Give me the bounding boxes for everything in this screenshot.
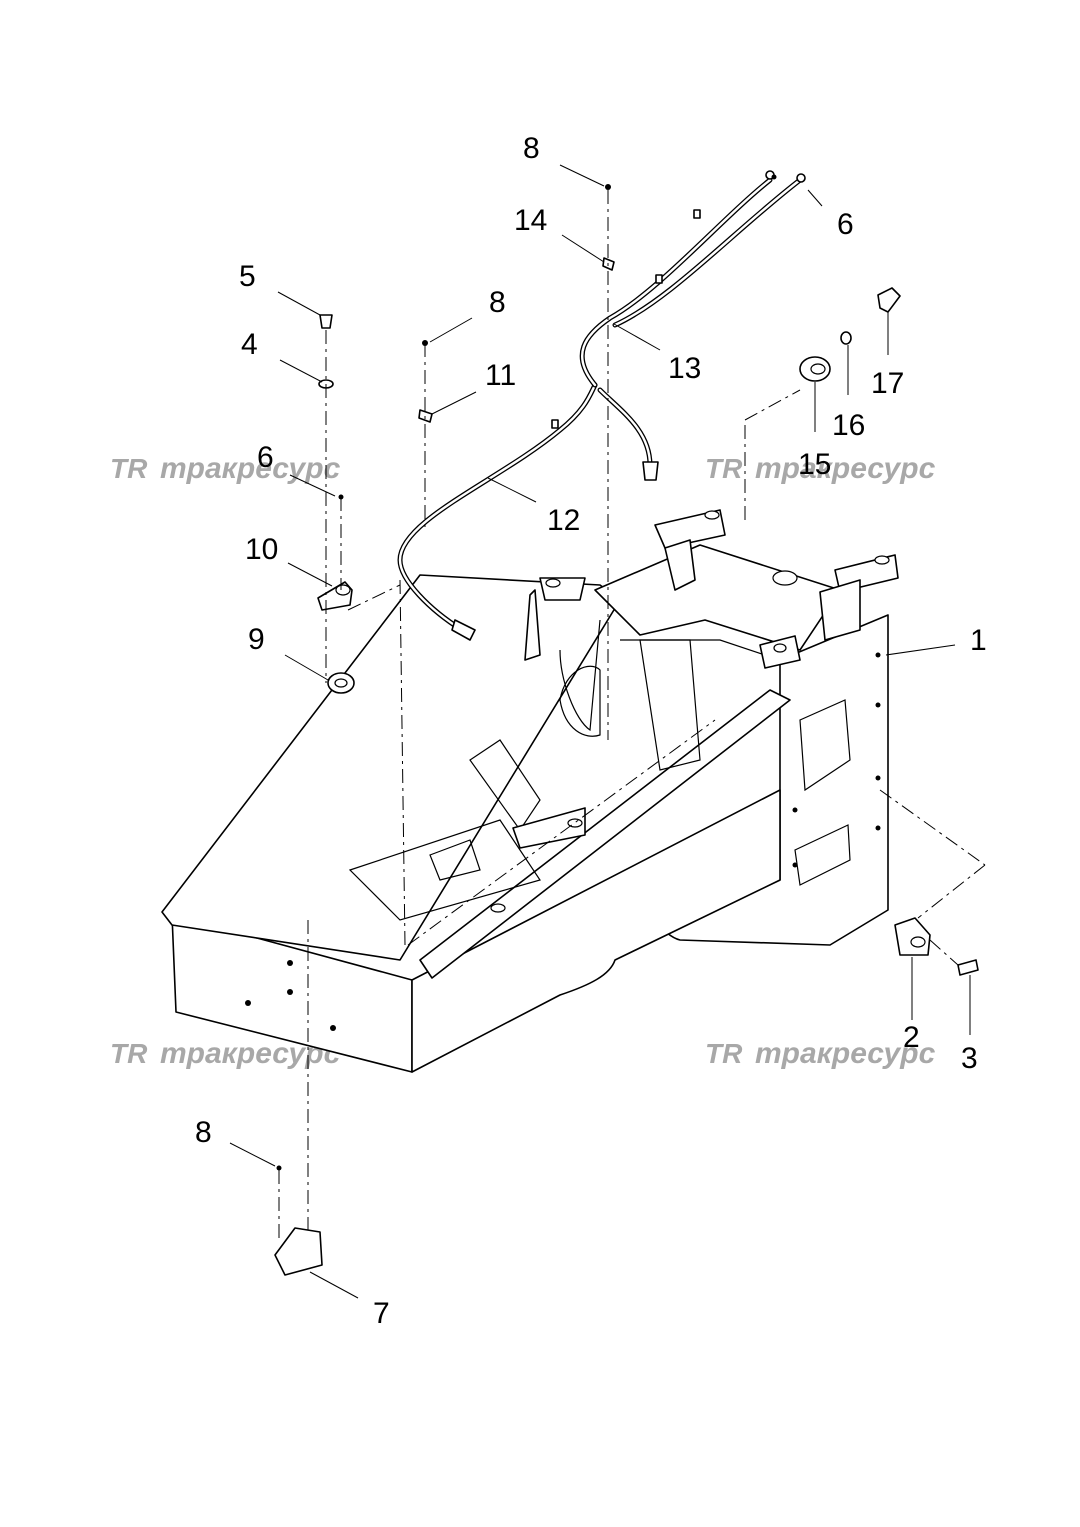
frame-bracket	[512, 807, 586, 849]
frame-hole	[245, 1000, 251, 1006]
watermark-top-left: TR тракресурс	[110, 452, 341, 485]
watermark-brand: тракресурс	[755, 1037, 936, 1070]
frame-pad	[654, 509, 726, 549]
frame-tower	[664, 539, 696, 591]
main-frame	[161, 509, 899, 1073]
frame-hole	[875, 652, 881, 658]
frame-tower	[524, 589, 541, 661]
assembly-lines	[278, 190, 986, 1240]
frame-opening	[559, 665, 601, 737]
watermark-brand: тракресурс	[755, 452, 936, 485]
frame-hole	[875, 775, 881, 781]
callout-6-left: 6	[257, 441, 274, 474]
callout-8-top: 8	[523, 132, 540, 165]
bolt-3	[957, 959, 979, 976]
frame-hole	[792, 807, 798, 813]
callout-12: 12	[547, 504, 580, 537]
callout-10: 10	[245, 533, 278, 566]
frame-left-rail	[161, 574, 621, 961]
callout-3: 3	[961, 1042, 978, 1075]
frame-hole	[490, 903, 506, 913]
callout-9: 9	[248, 623, 265, 656]
bolt-8-top	[605, 184, 611, 190]
callout-2: 2	[903, 1021, 920, 1054]
frame-lower-body	[411, 789, 781, 1073]
hose-clamp	[693, 209, 701, 219]
hose-clamp	[655, 274, 663, 284]
callout-15: 15	[798, 448, 831, 481]
frame-tower	[819, 579, 861, 641]
callout-labels: 1 2 3 4 5 6 6 7 8 8 8 9 10 11 12 13 14 1…	[195, 132, 987, 1330]
nut-6-right	[771, 174, 777, 180]
callout-4: 4	[241, 328, 258, 361]
leader-lines	[229, 164, 971, 1299]
frame-opening	[799, 699, 851, 792]
bolt-5	[319, 314, 333, 329]
callout-14: 14	[514, 204, 547, 237]
callout-8-mid: 8	[489, 286, 506, 319]
bolt-8-bottom	[276, 1165, 282, 1171]
frame-hole	[704, 510, 720, 520]
hose-fitting	[642, 461, 659, 481]
frame-hole	[773, 643, 787, 653]
frame-hole	[874, 555, 890, 565]
frame-round-port	[772, 570, 798, 586]
frame-hole	[792, 862, 798, 868]
callout-5: 5	[239, 260, 256, 293]
frame-right-rail	[419, 689, 791, 979]
callout-13: 13	[668, 352, 701, 385]
watermark-logo: TR	[705, 1038, 743, 1069]
callout-17: 17	[871, 367, 904, 400]
callout-1: 1	[970, 624, 987, 657]
frame-web	[559, 619, 601, 732]
callout-8-bottom: 8	[195, 1116, 212, 1149]
frame-hole	[875, 825, 881, 831]
hose-end	[796, 173, 806, 183]
frame-bracket	[429, 839, 481, 881]
frame-opening	[794, 824, 851, 886]
frame-rear-crossbeam	[594, 544, 841, 651]
frame-hole	[330, 1025, 336, 1031]
callout-11: 11	[485, 359, 516, 392]
watermark-logo: TR	[110, 1038, 148, 1069]
frame-hole	[287, 989, 293, 995]
frame-edge	[620, 639, 781, 661]
callout-7: 7	[373, 1297, 390, 1330]
callout-16: 16	[832, 409, 865, 442]
bracket-7	[274, 1227, 323, 1276]
frame-hole	[545, 578, 561, 588]
hose-clamp	[551, 419, 559, 429]
watermark-brand: тракресурс	[160, 452, 341, 485]
washer-16	[840, 331, 852, 345]
callout-6-right: 6	[837, 208, 854, 241]
bolt-17	[877, 287, 901, 313]
bracket-2	[894, 917, 931, 956]
frame-hole	[875, 702, 881, 708]
frame-hole	[287, 960, 293, 966]
watermark-logo: TR	[705, 453, 743, 484]
watermark-top-right: TR тракресурс	[705, 452, 936, 485]
hose-fitting	[451, 619, 476, 641]
watermark-logo: TR	[110, 453, 148, 484]
hose-assembly-13	[551, 170, 806, 481]
frame-web	[469, 739, 541, 832]
hose-assembly-12	[397, 382, 598, 641]
frame-web	[348, 819, 541, 921]
watermark-bottom-right: TR тракресурс	[705, 1037, 936, 1070]
